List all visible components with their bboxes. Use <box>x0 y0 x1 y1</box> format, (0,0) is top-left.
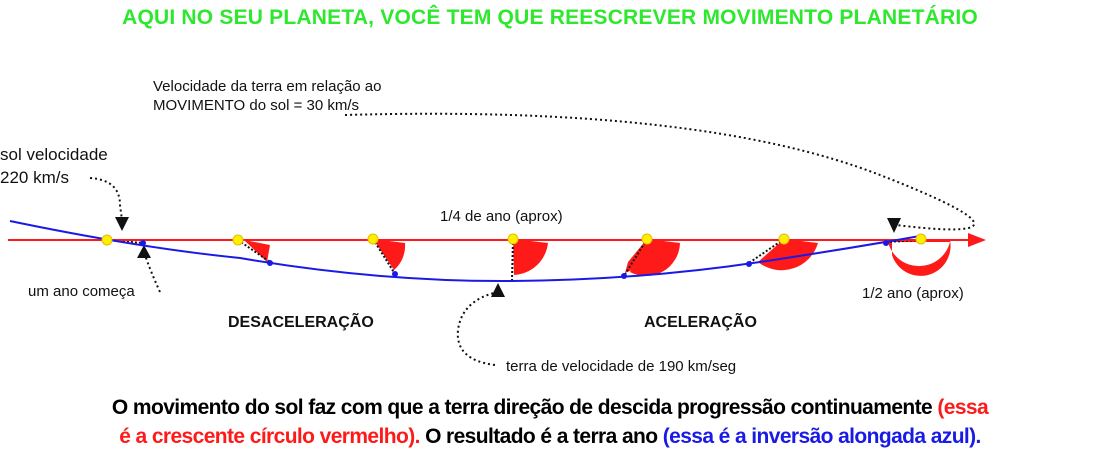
planetary-motion-diagram: AQUI NO SEU PLANETA, VOCÊ TEM QUE REESCR… <box>0 5 986 375</box>
sun-icon <box>232 234 244 246</box>
earth-path-curve <box>9 220 921 283</box>
earth-dot-6 <box>883 240 889 246</box>
crescent-5 <box>758 239 818 271</box>
connector-6 <box>748 238 785 264</box>
connector-4 <box>511 238 514 281</box>
crescent-4 <box>625 239 680 277</box>
quarter-year-label: 1/4 de ano (aprox) <box>440 208 563 225</box>
caption-blue-text: (essa é a inversão alongada azul). <box>662 425 982 448</box>
connector-5 <box>623 238 648 277</box>
earth-dot-5 <box>746 261 752 267</box>
earth-speed-arrowhead <box>887 218 901 233</box>
sun-icon <box>507 233 519 245</box>
acceleration-label: ACELERAÇÃO <box>644 311 757 331</box>
deceleration-label: DESACELERAÇÃO <box>228 311 374 331</box>
sun-speed-leader <box>89 177 123 221</box>
earth-dot-3 <box>392 271 398 277</box>
sun-speed-label-line1: sol velocidade <box>0 145 108 164</box>
earth-190-arrowhead <box>491 283 505 297</box>
caption-text: O movimento do sol faz com que a terra d… <box>111 396 938 419</box>
caption-line-2: é a crescente círculo vermelho). O resul… <box>0 425 1100 449</box>
caption-line-1: O movimento do sol faz com que a terra d… <box>0 396 1100 420</box>
crescent-2 <box>373 239 406 270</box>
sun-speed-arrowhead <box>115 217 129 231</box>
sun-icon <box>915 233 927 245</box>
sun-icon <box>641 233 653 245</box>
sun-icon <box>367 233 379 245</box>
sun-icon <box>778 233 790 245</box>
crescent-3 <box>513 239 548 275</box>
year-begins-leader <box>144 254 161 293</box>
sun-markers <box>101 233 927 246</box>
year-begins-arrowhead <box>137 245 151 258</box>
sun-path-arrowhead <box>968 233 986 247</box>
year-begins-label: um ano começa <box>28 283 135 300</box>
sun-speed-label-line2: 220 km/s <box>0 168 69 187</box>
sun-icon <box>101 234 113 246</box>
earth-speed-label-line1: Velocidade da terra em relação ao <box>153 78 381 95</box>
half-year-label: 1/2 ano (aprox) <box>862 285 964 302</box>
earth-dot-4 <box>621 273 627 279</box>
earth-190-label: terra de velocidade de 190 km/seg <box>506 358 736 375</box>
caption-text: O resultado é a terra ano <box>419 425 663 448</box>
connector-3 <box>372 238 396 275</box>
earth-dot-2 <box>267 260 273 266</box>
crescent-6 <box>888 240 951 276</box>
crescent-1 <box>244 240 270 262</box>
caption-red-text: (essa <box>937 396 989 419</box>
connector-2 <box>237 239 271 263</box>
caption-red-text: é a crescente círculo vermelho). <box>119 425 420 448</box>
earth-dot-1 <box>140 240 146 246</box>
page-title: AQUI NO SEU PLANETA, VOCÊ TEM QUE REESCR… <box>122 5 978 29</box>
earth-speed-label-line2: MOVIMENTO do sol = 30 km/s <box>153 97 359 114</box>
earth-190-leader <box>456 291 499 366</box>
